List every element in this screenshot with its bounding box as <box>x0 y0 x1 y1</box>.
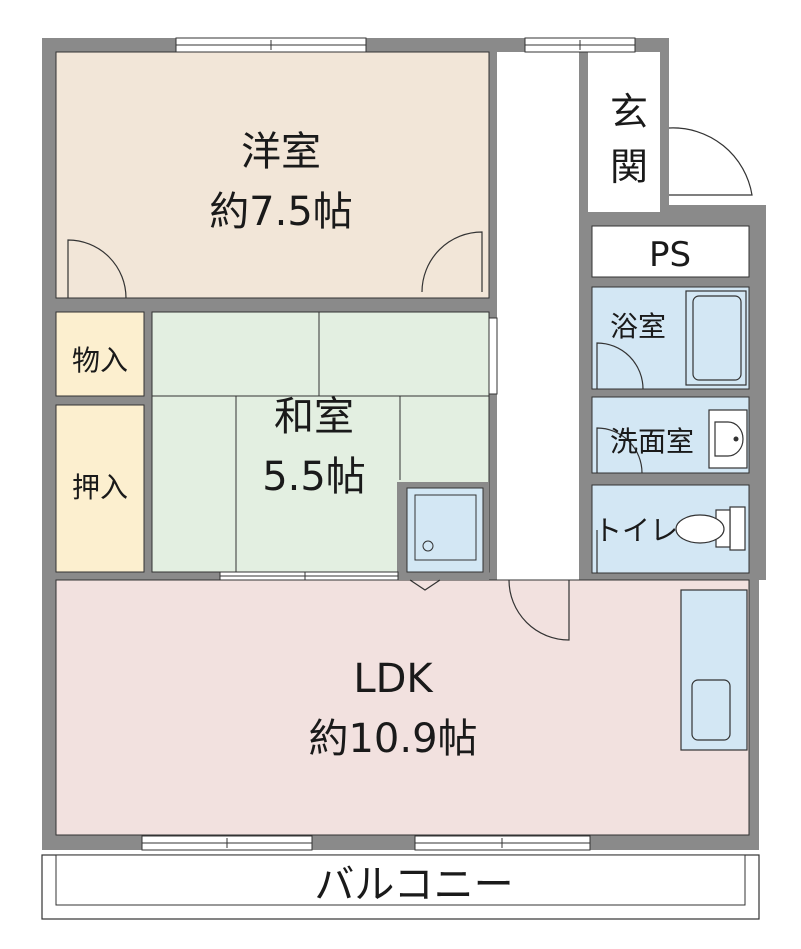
ldk-name: LDK <box>353 656 434 702</box>
storage-label: 物入 <box>72 344 128 377</box>
western-room-size: 約7.5帖 <box>209 189 353 235</box>
balcony-label: バルコニー <box>314 862 513 908</box>
washbasin-drain <box>733 436 739 442</box>
closet-label: 押入 <box>72 471 128 504</box>
sliding-door-jp-corridor <box>488 317 498 395</box>
fridge-knob <box>422 540 434 552</box>
window-rails <box>142 40 635 848</box>
bath-label: 浴室 <box>610 310 666 343</box>
toilet-label: トイレ <box>594 514 678 547</box>
japanese-room-name: 和室 <box>274 394 354 440</box>
balcony-inner <box>55 854 746 906</box>
corridor <box>497 52 579 580</box>
fridge-inner <box>414 494 477 561</box>
toilet-bowl <box>675 514 725 544</box>
japanese-room-size: 5.5帖 <box>262 454 366 500</box>
western-room <box>55 51 490 299</box>
entrance-area <box>588 52 660 212</box>
entrance-label-1: 玄 <box>610 90 648 134</box>
ps-room <box>591 225 750 278</box>
storage-room <box>55 311 145 397</box>
western-room-name: 洋室 <box>241 129 321 175</box>
washroom-label: 洗面室 <box>610 425 694 458</box>
ps-label: PS <box>649 235 691 275</box>
kitchen-sink <box>691 679 731 741</box>
entrance-label-2: 関 <box>610 145 648 189</box>
door-swings <box>67 127 753 641</box>
ldk-room <box>55 579 750 836</box>
washbasin-bowl <box>714 421 744 457</box>
ldk-size: 約10.9帖 <box>308 716 477 762</box>
toilet-tank <box>729 506 746 551</box>
tatami-lines <box>152 312 489 572</box>
closet-room <box>55 404 145 573</box>
bathtub-inner <box>692 295 742 381</box>
